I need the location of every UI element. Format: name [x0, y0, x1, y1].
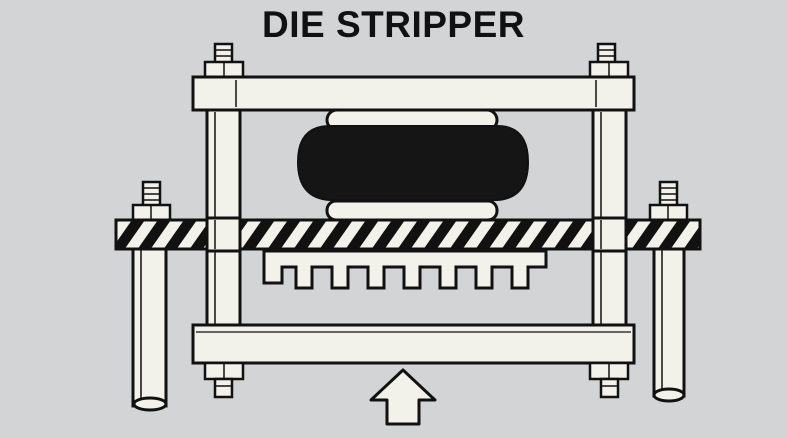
upper-plate [191, 75, 636, 112]
air-spring [296, 108, 530, 222]
diagram-title: DIE STRIPPER [262, 4, 525, 45]
outer-post-right [648, 180, 689, 403]
bottom-nut-right [588, 361, 630, 399]
bottom-nut-left [203, 361, 245, 399]
top-stud-left [203, 42, 245, 82]
top-stud-right [588, 42, 630, 82]
lower-plate [191, 323, 636, 365]
push-arrow-icon [369, 368, 437, 426]
die-tooth-plate [262, 249, 548, 290]
outer-post-left [131, 180, 172, 412]
